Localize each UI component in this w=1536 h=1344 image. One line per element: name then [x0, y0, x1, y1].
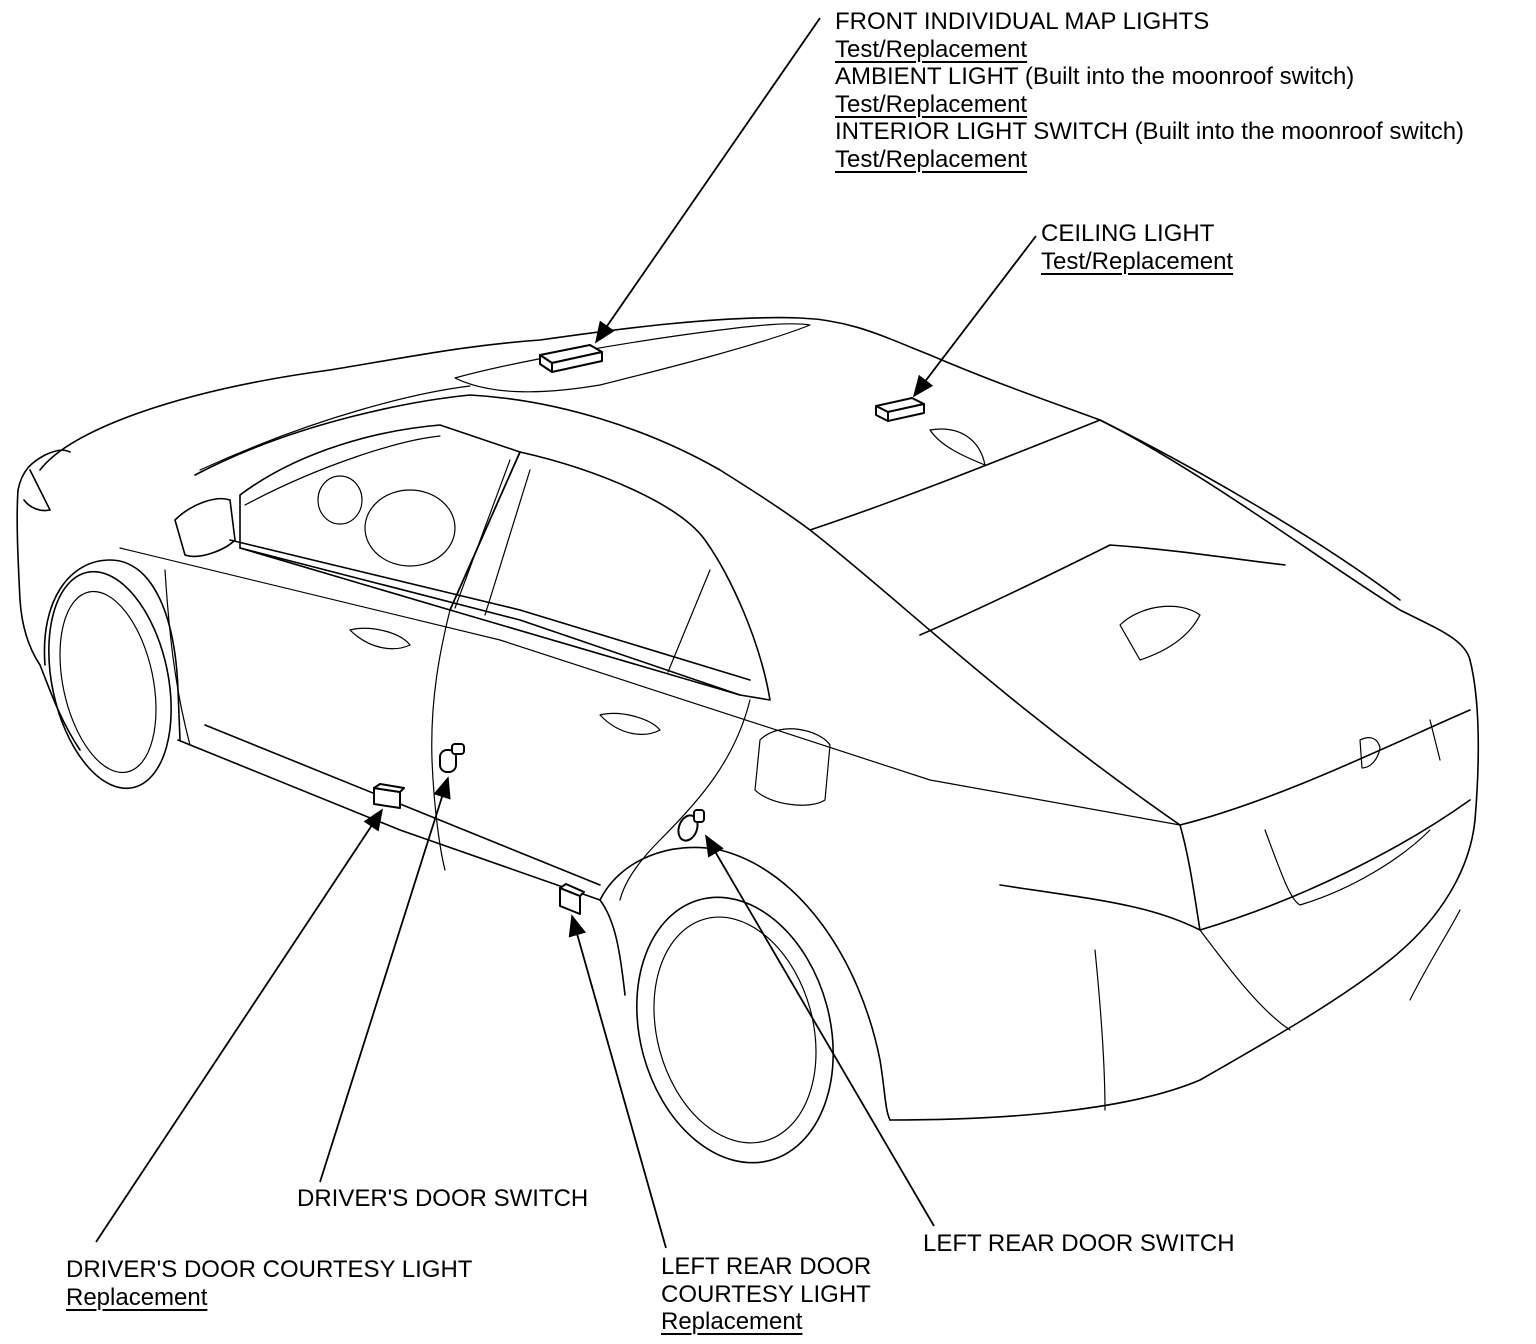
- callout-title: AMBIENT LIGHT (Built into the moonroof s…: [835, 63, 1355, 90]
- left-rear-door-courtesy-light-component: [559, 883, 585, 915]
- callout-title: LEFT REAR DOOR SWITCH: [923, 1230, 1235, 1257]
- callout-front-map-lights: FRONT INDIVIDUAL MAP LIGHTS Test/Replace…: [835, 8, 1464, 173]
- car-body-outline: [16, 316, 1480, 1164]
- drivers-door-switch-component: [439, 743, 465, 773]
- drivers-door-courtesy-light-component: [373, 783, 405, 809]
- replacement-link[interactable]: Replacement: [661, 1308, 803, 1335]
- ceiling-light-component: [875, 397, 925, 422]
- callout-title: DRIVER'S DOOR COURTESY LIGHT: [66, 1256, 473, 1283]
- leader-left-rear-courtesy: [568, 914, 667, 1249]
- callout-drivers-door-courtesy-light: DRIVER'S DOOR COURTESY LIGHT Replacement: [66, 1256, 472, 1311]
- callout-left-rear-door-switch: LEFT REAR DOOR SWITCH: [923, 1230, 1235, 1258]
- leader-lines: [95, 17, 1037, 1249]
- callout-title-line2: COURTESY LIGHT: [661, 1280, 871, 1308]
- callout-title: INTERIOR LIGHT SWITCH (Built into the mo…: [835, 118, 1465, 145]
- callout-ceiling-light: CEILING LIGHT Test/Replacement: [1041, 220, 1233, 275]
- test-replacement-link[interactable]: Test/Replacement: [835, 145, 1028, 173]
- map-light-component: [539, 344, 603, 373]
- test-replacement-link[interactable]: Test/Replacement: [1041, 247, 1234, 275]
- leader-left-rear-switch: [705, 834, 935, 1227]
- leader-map-lights: [594, 17, 821, 344]
- leader-drivers-door-switch: [319, 776, 451, 1183]
- callout-left-rear-door-courtesy-light: LEFT REAR DOOR COURTESY LIGHT Replacemen…: [661, 1253, 871, 1336]
- callout-title: CEILING LIGHT: [1041, 220, 1215, 247]
- leader-ceiling-light: [912, 235, 1037, 398]
- leader-drivers-door-courtesy: [95, 808, 383, 1243]
- callout-title: DRIVER'S DOOR SWITCH: [297, 1185, 589, 1212]
- test-replacement-link[interactable]: Test/Replacement: [835, 35, 1028, 63]
- callout-title-line1: LEFT REAR DOOR: [661, 1253, 872, 1280]
- left-rear-door-switch-component: [677, 809, 705, 842]
- replacement-link[interactable]: Replacement: [66, 1283, 208, 1311]
- test-replacement-link[interactable]: Test/Replacement: [835, 90, 1028, 118]
- callout-drivers-door-switch: DRIVER'S DOOR SWITCH: [297, 1185, 588, 1213]
- callout-title: FRONT INDIVIDUAL MAP LIGHTS: [835, 8, 1210, 35]
